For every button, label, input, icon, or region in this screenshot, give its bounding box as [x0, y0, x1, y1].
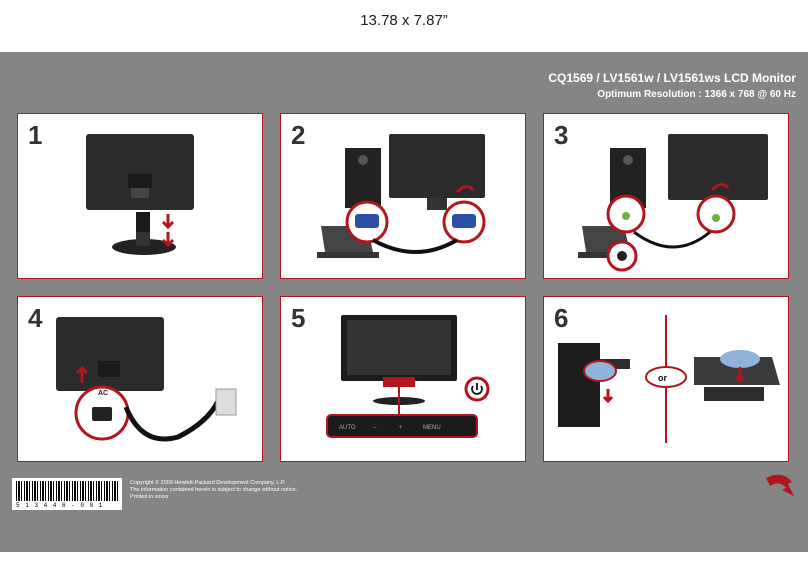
step-number: 3	[554, 120, 569, 150]
turn-page-arrow-icon	[766, 474, 794, 496]
step-number: 4	[28, 303, 43, 333]
disc-icon	[720, 350, 760, 368]
step-2-panel: 2	[280, 113, 526, 279]
stand-neck	[131, 188, 149, 198]
step-2-illustration	[317, 134, 486, 258]
stand-piece	[136, 212, 150, 232]
step-1-illustration	[86, 134, 194, 255]
step-5-illustration: AUTO – + MENU	[326, 315, 490, 438]
product-title: CQ1569 / LV1561w / LV1561ws LCD Monitor	[548, 71, 796, 85]
down-arrow-icon	[734, 367, 746, 384]
step-number: 2	[291, 120, 306, 150]
menu-button: MENU	[423, 425, 441, 431]
copyright-text: Copyright © 2009 Hewlett-Packard Develop…	[130, 480, 286, 486]
plus-button: +	[399, 425, 403, 431]
laptop-icon	[694, 357, 780, 385]
down-arrow-icon	[161, 232, 175, 248]
or-badge	[645, 366, 687, 388]
step-number: 6	[554, 303, 569, 333]
monitor-back	[668, 134, 768, 200]
step-number: 1	[28, 120, 43, 150]
auto-button: AUTO	[339, 425, 356, 431]
down-arrow-icon	[161, 214, 175, 230]
stand-neck-base	[136, 232, 150, 246]
printed-text: Printed in xxxxx	[130, 494, 169, 500]
barcode-number: 5 1 3 4 4 6 - 0 0 1	[16, 502, 104, 509]
desktop-tower	[558, 343, 600, 427]
stand-mount	[128, 174, 152, 188]
barcode-icon	[16, 481, 118, 501]
or-label: or	[658, 373, 667, 383]
notice-text: The information contained herein is subj…	[130, 487, 298, 493]
down-arrow-icon	[602, 389, 614, 404]
step-3-panel: 3	[543, 113, 789, 279]
stand-base	[112, 239, 176, 255]
step-6-panel: or 6	[543, 296, 789, 462]
wall-outlet-icon	[215, 388, 237, 416]
step-1-panel: 1	[17, 113, 263, 279]
step-3-illustration	[578, 134, 768, 272]
step-6-illustration: or	[558, 315, 780, 443]
audio-cable	[633, 230, 711, 249]
step-4-illustration: AC	[56, 317, 237, 442]
minus-button: –	[373, 425, 377, 431]
step-number: 5	[291, 303, 306, 333]
button-highlight	[383, 377, 415, 387]
resolution-subtitle: Optimum Resolution : 1366 x 768 @ 60 Hz	[597, 89, 796, 100]
power-cable	[123, 399, 221, 442]
step-4-panel: AC 4	[17, 296, 263, 462]
up-arrow-icon	[75, 365, 89, 383]
monitor-back	[389, 134, 485, 198]
curved-arrow-icon	[710, 183, 730, 192]
barcode-box: 5 1 3 4 4 6 - 0 0 1	[12, 478, 122, 510]
step-5-panel: AUTO – + MENU 5	[280, 296, 526, 462]
monitor-back	[56, 317, 164, 391]
ac-label: AC	[98, 390, 108, 397]
curved-arrow-icon	[455, 185, 475, 194]
disc-icon	[583, 360, 617, 382]
vga-cable	[372, 238, 459, 254]
size-label: 13.78 x 7.87”	[360, 12, 448, 29]
button-panel	[326, 414, 478, 438]
monitor-back	[86, 134, 194, 210]
